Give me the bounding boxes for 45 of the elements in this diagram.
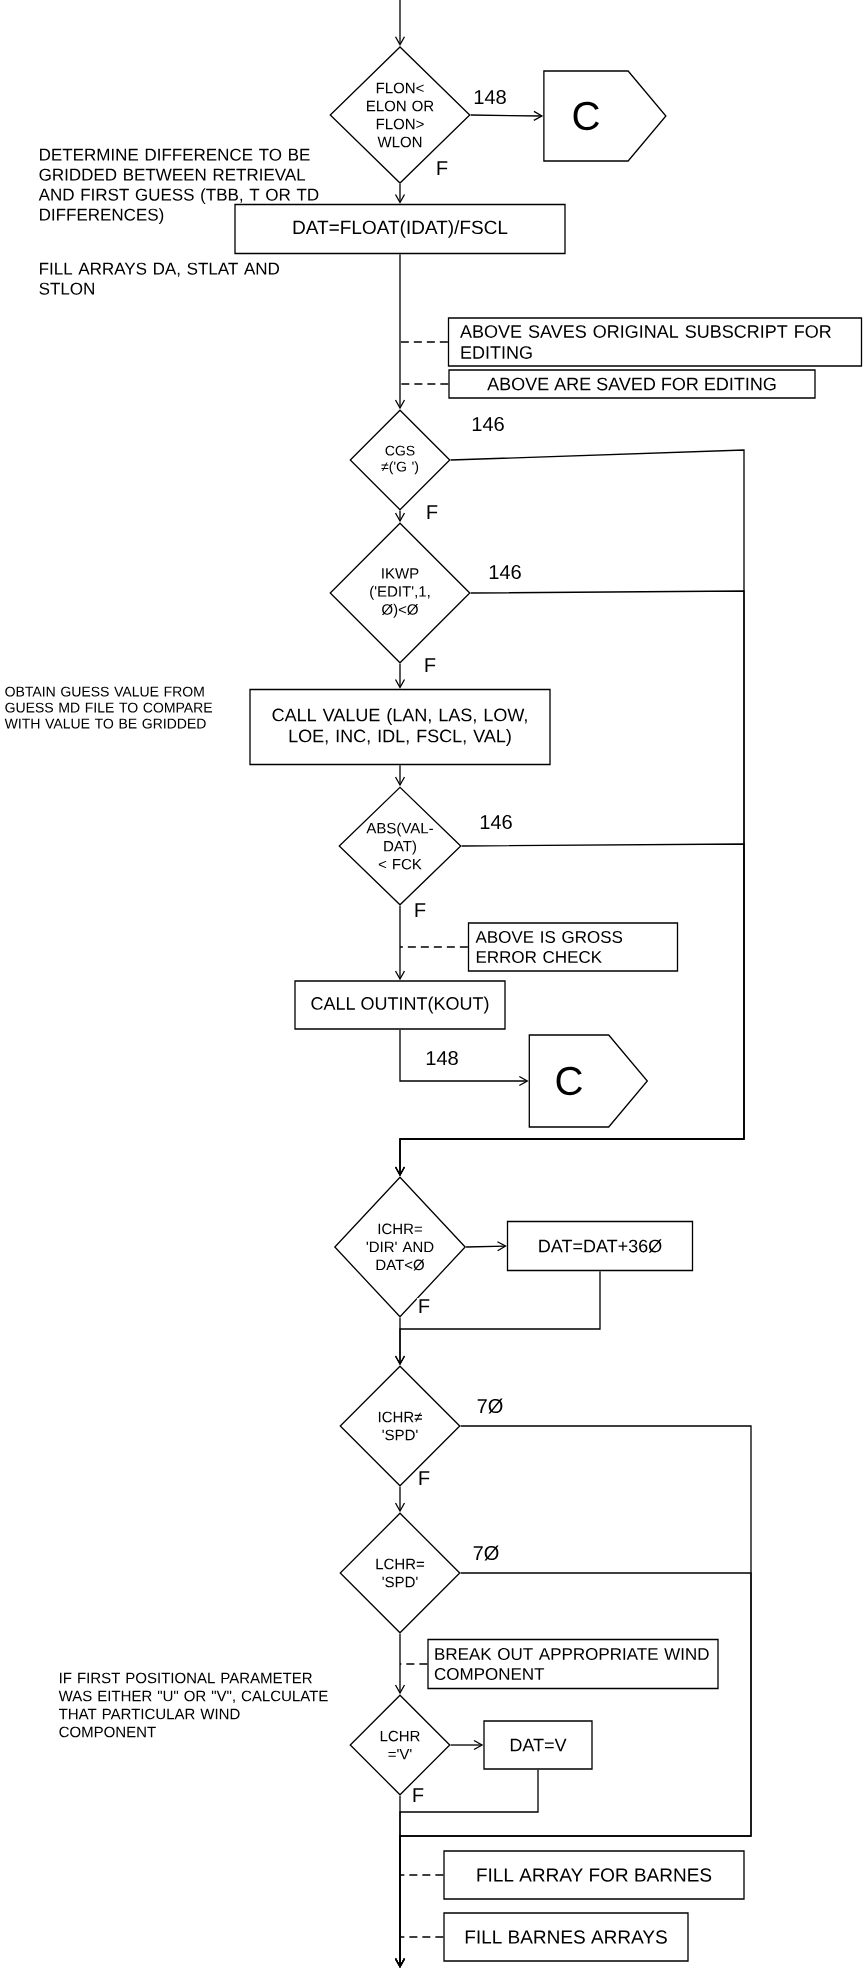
edge-label: 146 (478, 813, 514, 831)
edge-label: 7Ø (475, 1397, 505, 1415)
annotation-box: ABOVE IS GROSS ERROR CHECK (467, 922, 679, 972)
leader-line (399, 1936, 444, 1938)
annotation-box: ABOVE ARE SAVED FOR EDITING (448, 369, 816, 399)
arrow (394, 905, 406, 981)
arrow (394, 1769, 539, 1968)
arrow (394, 0, 406, 47)
leader-line (399, 1874, 444, 1876)
arrow (470, 110, 544, 122)
note-text: FILL ARRAYS DA, STLAT AND STLON (39, 262, 279, 295)
leader-line (399, 1663, 428, 1665)
process-box: CALL OUTINT(KOUT) (294, 980, 506, 1030)
edge-label: F (434, 160, 450, 176)
arrow (394, 764, 406, 787)
edge-label: 7Ø (471, 1544, 501, 1562)
note-text: IF FIRST POSITIONAL PARAMETER WAS EITHER "U" OR "V", CALCULATE THAT PARTICULAR WIND COMPONENT (58, 1672, 328, 1738)
leader-line (399, 341, 449, 343)
edge-label: 148 (472, 88, 508, 106)
annotation-box: BREAK OUT APPROPRIATE WIND COMPONENT (427, 1638, 719, 1690)
edge-label: F (416, 1470, 432, 1486)
edge-label: 146 (470, 415, 506, 433)
arrow (394, 1317, 406, 1366)
process-box: DAT=DAT+36Ø (506, 1220, 694, 1272)
arrow (399, 1029, 529, 1087)
process-box: DAT=V (483, 1720, 593, 1770)
arrow (394, 1633, 406, 1695)
note-text: OBTAIN GUESS VALUE FROM GUESS MD FILE TO COMPARE WITH VALUE TO BE GRIDDED (4, 686, 212, 729)
annotation-box: FILL ARRAY FOR BARNES (443, 1850, 745, 1900)
arrow (394, 253, 406, 410)
edge-label: 148 (424, 1049, 460, 1067)
edge-label: 146 (487, 563, 523, 581)
arrow (394, 1486, 406, 1513)
arrow (465, 1241, 507, 1252)
edge-label: F (416, 1298, 432, 1314)
arrow (394, 663, 406, 689)
arrow (394, 843, 745, 1177)
annotation-box: FILL BARNES ARRAYS (443, 1912, 689, 1962)
annotation-box: ABOVE SAVES ORIGINAL SUBSCRIPT FOR EDITING (447, 317, 863, 367)
leader-line (399, 383, 449, 385)
arrow (450, 1739, 484, 1751)
process-box: CALL VALUE (LAN, LAS, LOW, LOE, INC, IDL, FSCL, VAL) (249, 688, 551, 766)
arrow (394, 510, 406, 523)
leader-line (399, 946, 469, 948)
arrow (394, 183, 406, 204)
